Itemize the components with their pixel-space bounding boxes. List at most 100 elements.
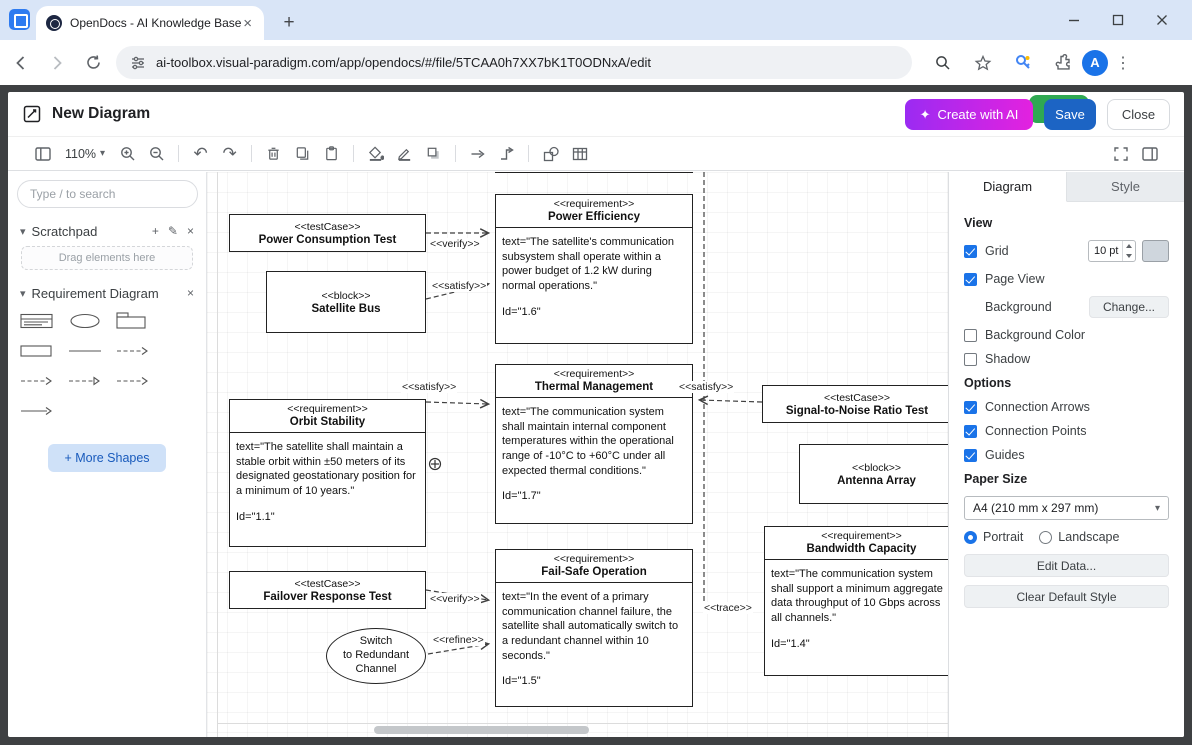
background-change-button[interactable]: Change... [1088,296,1169,318]
connector-satisfy[interactable] [20,372,56,390]
edge-label-verify[interactable]: <<verify>> [429,238,481,250]
node-bandwidth-capacity[interactable]: <<requirement>> Bandwidth Capacity text=… [764,526,948,676]
zoom-icon[interactable] [928,48,958,78]
password-manager-icon[interactable] [1008,48,1038,78]
palette-section-header[interactable]: ▾ Requirement Diagram × [8,278,206,308]
close-window-button[interactable] [1140,0,1184,40]
extensions-icon[interactable] [1048,48,1078,78]
profile-avatar[interactable]: A [1082,49,1108,76]
page-view-checkbox[interactable] [964,272,977,286]
node-signal-noise-test[interactable]: <<testCase>> Signal-to-Noise Ratio Test [762,385,948,423]
horizontal-scrollbar[interactable] [374,726,589,734]
connector-refine[interactable] [68,372,104,390]
paper-size-select[interactable]: A4 (210 mm x 297 mm) ▾ [964,496,1169,520]
connector-verify[interactable] [116,342,152,360]
site-settings-icon[interactable] [130,55,146,71]
scratchpad-close-icon[interactable]: × [186,224,194,238]
connector-trace[interactable] [116,372,152,390]
grid-size-stepper[interactable] [1122,241,1135,261]
edge-label-satisfy[interactable]: <<satisfy>> [401,381,458,393]
node-power-consumption-test[interactable]: <<testCase>> Power Consumption Test [229,214,426,252]
background-color-checkbox[interactable] [964,328,977,342]
address-bar[interactable]: ai-toolbox.visual-paradigm.com/app/opend… [116,46,912,79]
node-satellite-bus[interactable]: <<block>> Satellite Bus [266,271,426,333]
search-input[interactable] [17,180,198,208]
scratchpad-section-header[interactable]: ▾ Scratchpad + ✎ × [8,216,206,246]
undo-button[interactable]: ↶ [193,144,208,163]
node-partial-top[interactable] [495,172,693,173]
shapes-button[interactable] [536,141,565,167]
browser-tab[interactable]: OpenDocs - AI Knowledge Base × [36,6,264,40]
edit-data-button[interactable]: Edit Data... [964,554,1169,577]
elbow-connector-button[interactable] [492,141,521,167]
grid-size-value[interactable]: 10 pt [1094,245,1119,257]
minimize-button[interactable] [1052,0,1096,40]
guides-checkbox[interactable] [964,448,977,462]
node-power-efficiency[interactable]: <<requirement>> Power Efficiency text="T… [495,194,693,344]
edge-label-refine[interactable]: <<refine>> [432,634,485,646]
landscape-radio[interactable] [1039,530,1053,544]
node-failover-response-test[interactable]: <<testCase>> Failover Response Test [229,571,426,609]
url-text[interactable]: ai-toolbox.visual-paradigm.com/app/opend… [156,55,651,70]
redo-button[interactable]: ↷ [222,144,237,163]
more-shapes-button[interactable]: + More Shapes [48,444,166,472]
maximize-button[interactable] [1096,0,1140,40]
edge-label-verify[interactable]: <<verify>> [429,593,481,605]
scratchpad-edit-icon[interactable]: ✎ [167,224,178,238]
node-fail-safe-operation[interactable]: <<requirement>> Fail-Safe Operation text… [495,549,693,707]
chevron-down-icon[interactable]: ▾ [20,287,26,300]
node-orbit-stability[interactable]: <<requirement>> Orbit Stability text="Th… [229,399,426,547]
tab-style[interactable]: Style [1067,172,1184,202]
palette-close-icon[interactable]: × [186,286,194,300]
toggle-right-panel-button[interactable] [1135,141,1164,167]
line-color-button[interactable] [390,141,419,167]
clear-default-style-button[interactable]: Clear Default Style [964,585,1169,608]
shadow-checkbox[interactable] [964,352,977,366]
copy-button[interactable] [288,141,317,167]
portrait-radio[interactable] [964,530,977,544]
connector-plain[interactable] [20,402,56,420]
table-button[interactable] [565,141,594,167]
straight-connector-button[interactable] [463,141,492,167]
edge-label-satisfy[interactable]: <<satisfy>> [678,381,735,393]
create-with-ai-button[interactable]: ✦ Create with AI [905,99,1033,130]
bookmark-star-icon[interactable] [968,48,998,78]
zoom-level-dropdown[interactable]: 110% ▾ [57,147,113,161]
edge-label-trace[interactable]: <<trace>> [703,602,753,614]
node-switch-redundant-channel[interactable]: Switch to Redundant Channel [326,628,426,684]
shape-block[interactable] [116,312,152,330]
node-antenna-array[interactable]: <<block>> Antenna Array [799,444,948,504]
edge-label-satisfy[interactable]: <<satisfy>> [431,280,488,292]
save-button[interactable]: Save [1044,99,1096,130]
grid-size-input[interactable]: 10 pt [1088,240,1136,262]
browser-menu-icon[interactable]: ⋮ [1115,54,1131,72]
shape-rectangle[interactable] [20,342,56,360]
scratchpad-drop-zone[interactable]: Drag elements here [21,246,193,270]
node-thermal-management[interactable]: <<requirement>> Thermal Management text=… [495,364,693,524]
shape-line[interactable] [68,342,104,360]
fullscreen-button[interactable] [1106,141,1135,167]
shadow-button[interactable] [419,141,448,167]
grid-checkbox[interactable] [964,244,977,258]
delete-button[interactable] [259,141,288,167]
grid-color-swatch[interactable] [1142,240,1169,262]
fill-color-button[interactable] [361,141,390,167]
zoom-in-button[interactable] [113,141,142,167]
toggle-left-panel-button[interactable] [28,141,57,167]
scratchpad-add-icon[interactable]: + [151,224,159,238]
close-button[interactable]: Close [1107,99,1170,130]
connection-arrows-checkbox[interactable] [964,400,977,414]
zoom-out-button[interactable] [142,141,171,167]
back-button[interactable] [6,48,36,78]
shape-requirement[interactable] [20,312,56,330]
tab-close-icon[interactable]: × [243,14,252,32]
forward-button[interactable] [42,48,72,78]
shape-ellipse[interactable] [68,312,104,330]
new-tab-button[interactable]: + [283,12,295,33]
reload-button[interactable] [78,48,108,78]
connection-points-checkbox[interactable] [964,424,977,438]
diagram-canvas[interactable]: <<testCase>> Power Consumption Test <<re… [207,172,948,737]
paste-button[interactable] [317,141,346,167]
tab-diagram[interactable]: Diagram [949,172,1067,202]
chevron-down-icon[interactable]: ▾ [20,225,26,238]
